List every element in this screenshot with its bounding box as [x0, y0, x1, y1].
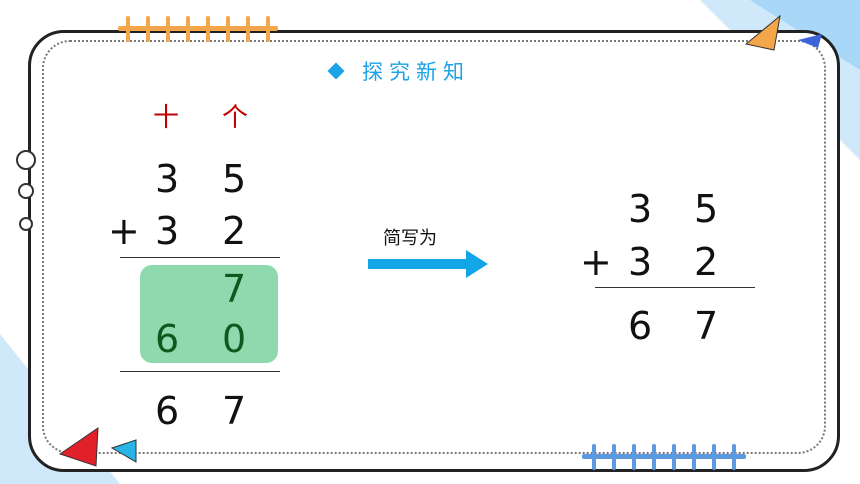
- binder-ring-3: [19, 217, 33, 231]
- arrow-label: 简写为: [383, 228, 437, 249]
- right-addend1-tens: 3: [628, 187, 653, 231]
- binder-ring-2: [18, 183, 34, 199]
- triangle-decoration-bottom-left: [58, 427, 137, 467]
- left-sum-ones: 7: [222, 389, 247, 433]
- partial-sums-highlight: [140, 265, 278, 363]
- right-addend1-ones: 5: [694, 187, 719, 231]
- left-sum-line-2: [120, 371, 280, 372]
- partial-tens-ones: 0: [222, 317, 247, 361]
- right-sum-line: [595, 287, 755, 288]
- left-addend1-tens: 3: [155, 157, 180, 201]
- left-addend1-ones: 5: [222, 157, 247, 201]
- left-sum-line-1: [120, 257, 280, 258]
- place-label-tens: 十: [153, 103, 180, 133]
- content-card: [28, 30, 840, 472]
- left-plus-sign: +: [108, 209, 140, 253]
- right-sum-ones: 7: [694, 304, 719, 348]
- section-heading-text: 探究新知: [362, 60, 470, 84]
- content-card-dotted-border: [42, 40, 826, 454]
- left-addend2-tens: 3: [155, 209, 180, 253]
- partial-tens-tens: 6: [155, 317, 180, 361]
- binder-ring-1: [16, 150, 36, 170]
- partial-ones: 7: [222, 267, 247, 311]
- section-heading: 探究新知: [327, 57, 470, 85]
- diamond-icon: [327, 62, 345, 80]
- right-sum-tens: 6: [628, 304, 653, 348]
- left-sum-tens: 6: [155, 389, 180, 433]
- right-arrow-icon: [368, 250, 488, 278]
- place-label-ones: 个: [222, 103, 249, 133]
- right-addend2-tens: 3: [628, 240, 653, 284]
- comb-decoration-top: [118, 16, 278, 42]
- left-addend2-ones: 2: [222, 209, 247, 253]
- triangle-decoration-top-right: [744, 14, 822, 51]
- right-addend2-ones: 2: [694, 240, 719, 284]
- comb-decoration-bottom: [582, 444, 746, 470]
- right-plus-sign: +: [580, 240, 612, 284]
